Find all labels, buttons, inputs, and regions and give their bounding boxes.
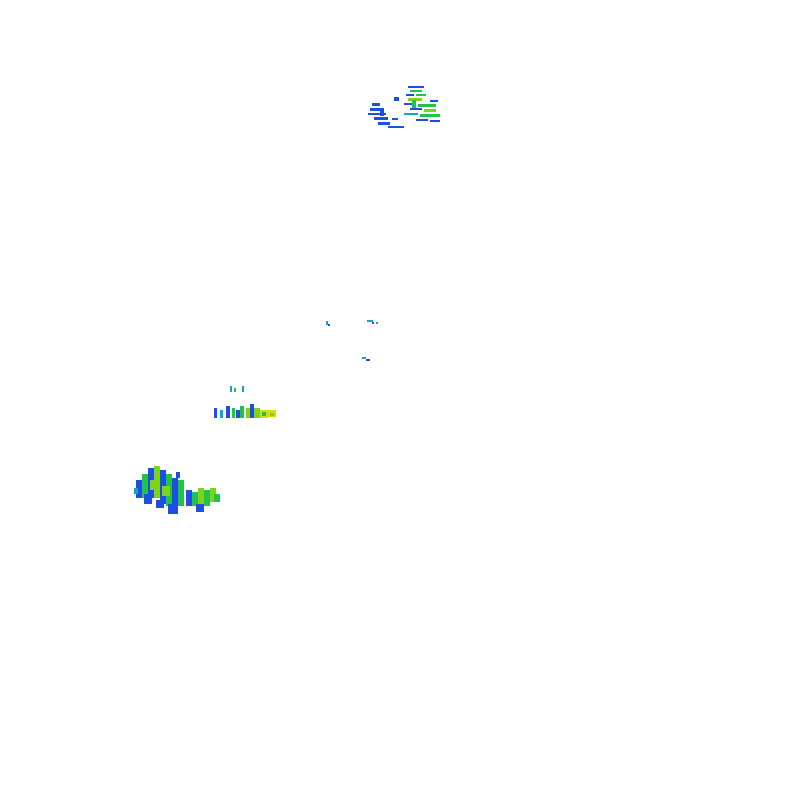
- echo-cluster-north: [368, 86, 440, 128]
- echo-cluster-central-specks: [326, 320, 378, 361]
- echo-cluster-west-central: [214, 386, 276, 418]
- echo-cluster-southwest: [134, 466, 220, 514]
